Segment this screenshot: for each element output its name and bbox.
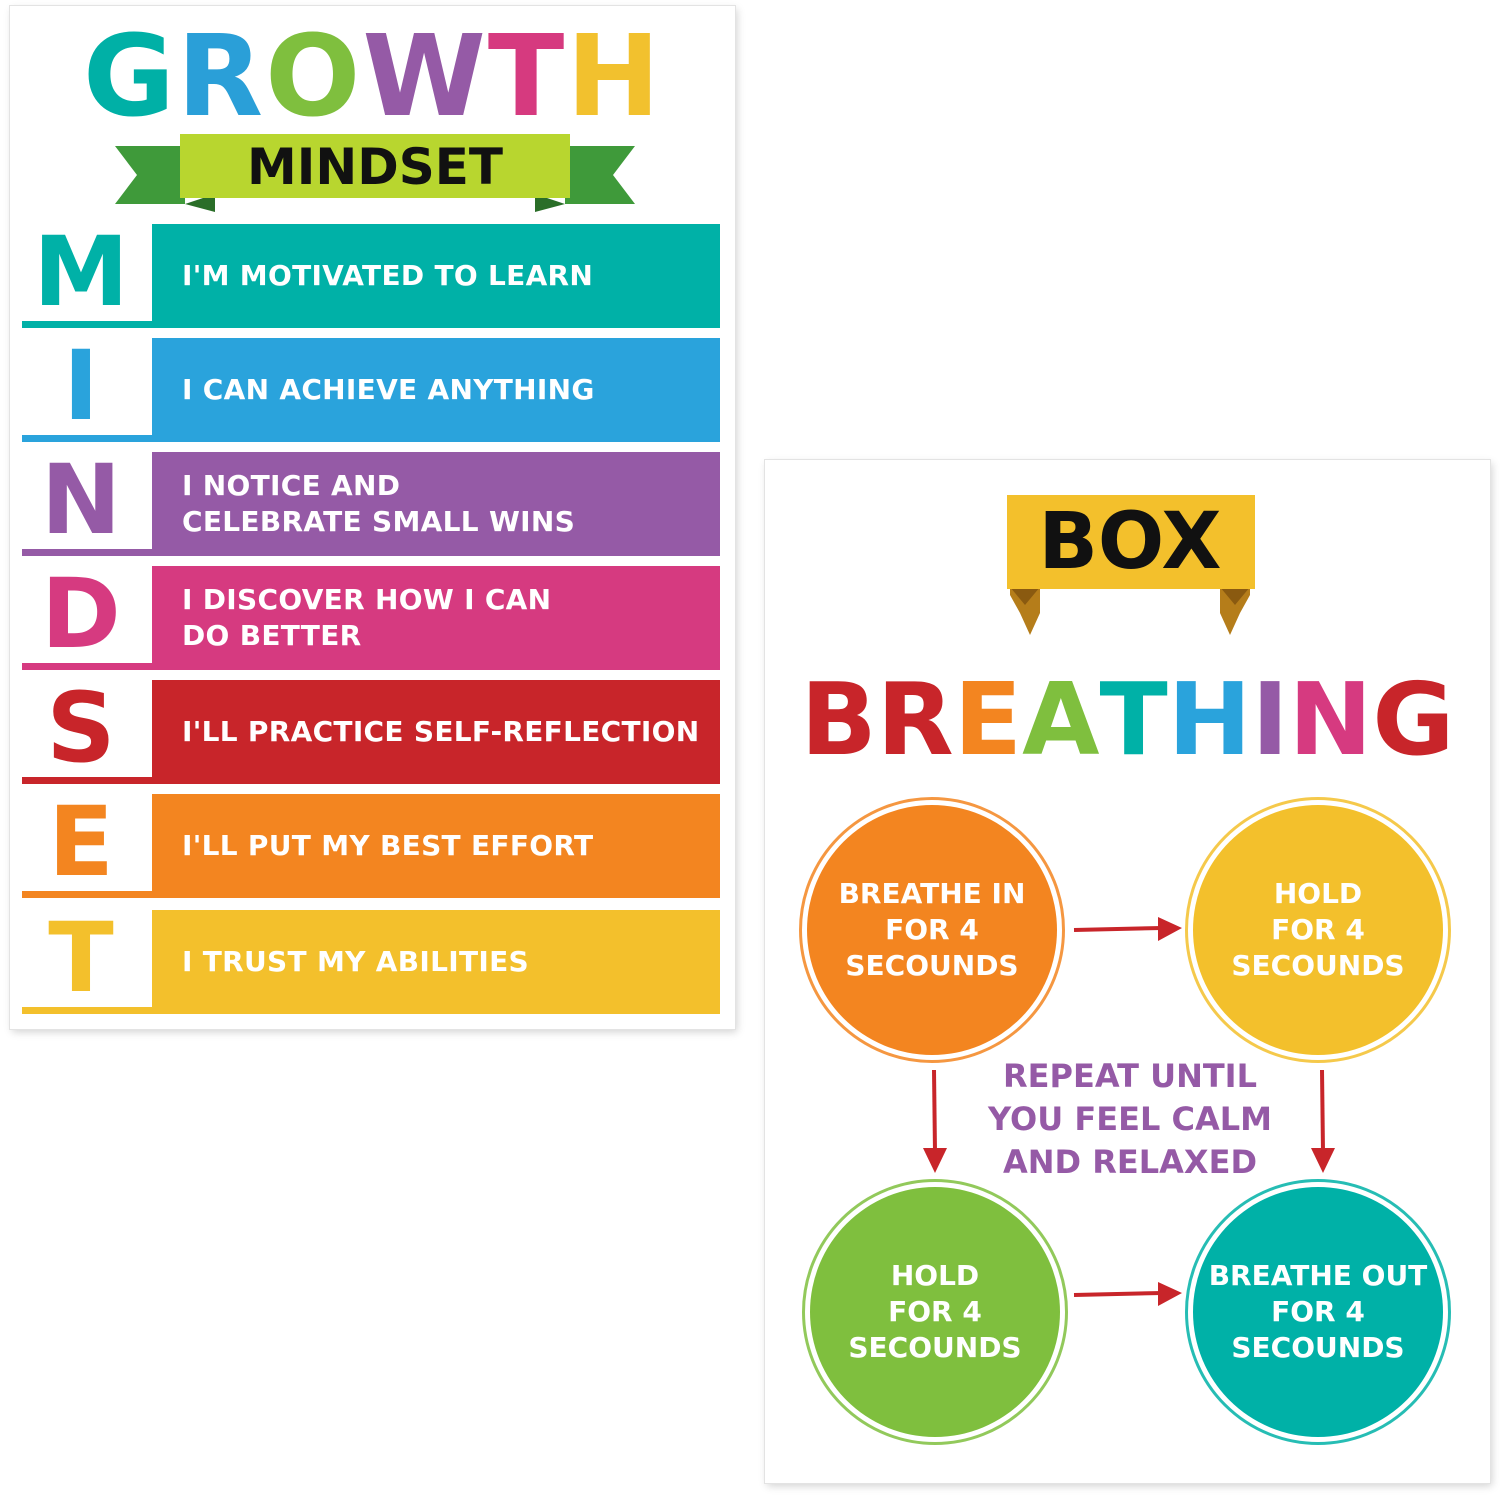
acrostic-letter: D [41, 558, 121, 670]
title-letter: T [487, 12, 567, 142]
breathe-out-circle: BREATHE OUT FOR 4 SECOUNDS [1185, 1179, 1451, 1445]
mindset-row-t: T I TRUST MY ABILITIES [22, 910, 722, 1014]
breathe-in-circle: BREATHE IN FOR 4 SECOUNDS [799, 797, 1065, 1063]
letter-underline [22, 663, 152, 670]
breathe-in-text: BREATHE IN FOR 4 SECOUNDS [838, 877, 1026, 982]
statement-text: I'LL PRACTICE SELF-REFLECTION [182, 715, 700, 748]
acrostic-letter: S [46, 672, 116, 784]
title-letter: G [82, 12, 177, 142]
letter-underline [22, 435, 152, 442]
letter-underline [22, 1007, 152, 1014]
title-letter: A [1022, 661, 1100, 778]
acrostic-letter: T [48, 902, 114, 1014]
growth-mindset-poster: GROWTH MINDSET M I'M MOTIVATED TO LEARN … [10, 6, 735, 1029]
statement-bar: I'LL PRACTICE SELF-REFLECTION [152, 680, 720, 784]
mindset-row-i: I I CAN ACHIEVE ANYTHING [22, 338, 722, 442]
mindset-row-m: M I'M MOTIVATED TO LEARN [22, 224, 722, 328]
hold-top-circle: HOLD FOR 4 SECOUNDS [1185, 797, 1451, 1063]
arrow-down-icon [1311, 1069, 1335, 1173]
box-banner: BOX [1005, 495, 1265, 650]
arrow-down-icon [923, 1069, 947, 1173]
hold-bottom-circle: HOLD FOR 4 SECOUNDS [802, 1179, 1068, 1445]
title-letter: N [1288, 661, 1373, 778]
statement-text: I'LL PUT MY BEST EFFORT [182, 829, 594, 862]
mindset-row-d: D I DISCOVER HOW I CAN DO BETTER [22, 566, 722, 670]
statement-text: I TRUST MY ABILITIES [182, 945, 529, 978]
statement-text: I CAN ACHIEVE ANYTHING [182, 373, 595, 406]
mindset-row-s: S I'LL PRACTICE SELF-REFLECTION [22, 680, 722, 784]
acrostic-letter: N [40, 444, 122, 556]
statement-bar: I TRUST MY ABILITIES [152, 910, 720, 1014]
title-letter: O [265, 12, 363, 142]
box-breathing-poster: BOX BREATHING BREATHE IN FOR 4 SECOUNDS … [765, 460, 1490, 1483]
arrow-right-icon [1073, 917, 1182, 941]
statement-text: I DISCOVER HOW I CAN DO BETTER [182, 583, 552, 652]
statement-bar: I'LL PUT MY BEST EFFORT [152, 794, 720, 898]
hold-top-text: HOLD FOR 4 SECOUNDS [1231, 877, 1405, 982]
statement-bar: I CAN ACHIEVE ANYTHING [152, 338, 720, 442]
letter-underline [22, 321, 152, 328]
letter-underline [22, 891, 152, 898]
statement-bar: I'M MOTIVATED TO LEARN [152, 224, 720, 328]
title-letter: T [1099, 661, 1168, 778]
circle-ring [1185, 1179, 1451, 1445]
acrostic-letter: I [63, 330, 99, 442]
circle-ring [802, 1179, 1068, 1445]
title-letter: G [1372, 661, 1455, 778]
title-letter: I [1251, 661, 1289, 778]
mindset-ribbon: MINDSET [115, 134, 635, 214]
circle-ring [799, 797, 1065, 1063]
mindset-row-e: E I'LL PUT MY BEST EFFORT [22, 794, 722, 898]
acrostic-letter: E [48, 786, 114, 898]
statement-text: I NOTICE AND CELEBRATE SMALL WINS [182, 469, 576, 538]
breathing-title: BREATHING [765, 660, 1490, 780]
acrostic-letter: M [33, 216, 129, 328]
arrow-right-icon [1073, 1282, 1182, 1306]
letter-underline [22, 777, 152, 784]
circle-ring [1185, 797, 1451, 1063]
breathe-out-text: BREATHE OUT FOR 4 SECOUNDS [1208, 1259, 1428, 1364]
mindset-subtitle: MINDSET [247, 138, 503, 196]
title-letter: W [362, 12, 488, 142]
statement-bar: I NOTICE AND CELEBRATE SMALL WINS [152, 452, 720, 556]
hold-bottom-text: HOLD FOR 4 SECOUNDS [848, 1259, 1022, 1364]
title-letter: E [953, 661, 1023, 778]
repeat-instruction: REPEAT UNTIL YOU FEEL CALM AND RELAXED [988, 1057, 1272, 1181]
growth-title: GROWTH [10, 18, 735, 136]
title-letter: R [176, 12, 266, 142]
title-letter: H [1167, 661, 1252, 778]
mindset-row-n: N I NOTICE AND CELEBRATE SMALL WINS [22, 452, 722, 556]
title-letter: R [876, 661, 954, 778]
box-banner-text: BOX [1038, 497, 1222, 587]
title-letter: H [566, 12, 663, 142]
statement-text: I'M MOTIVATED TO LEARN [182, 259, 594, 292]
letter-underline [22, 549, 152, 556]
statement-bar: I DISCOVER HOW I CAN DO BETTER [152, 566, 720, 670]
title-letter: B [800, 661, 877, 778]
